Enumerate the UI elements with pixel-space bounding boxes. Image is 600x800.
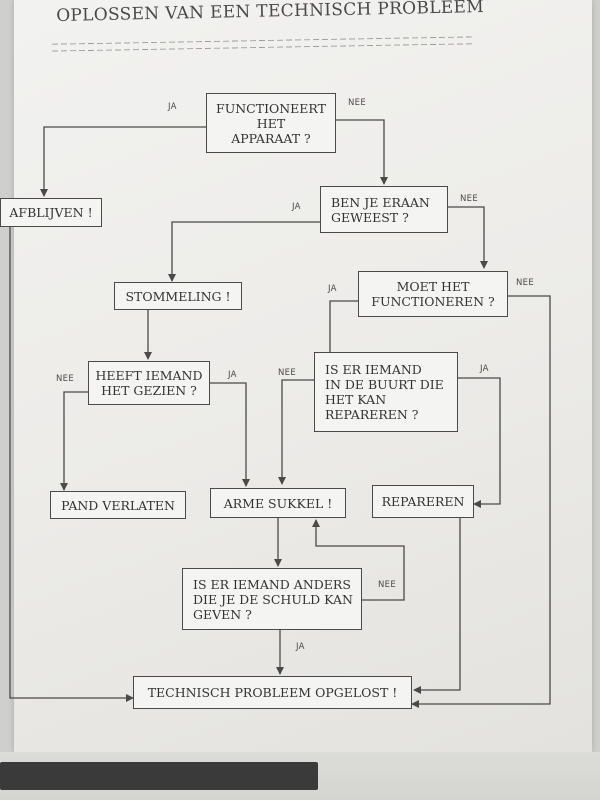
label-nee-functioneert: NEE [348,98,366,108]
edge-moet-het-opgelost [411,295,551,708]
edge-afblijven-opgelost [9,227,134,702]
label-nee-is-er-iemand: NEE [278,368,296,378]
flowchart-connectors [9,119,551,708]
edge-heeft-iemand-arme-sukkel [210,382,250,487]
node-repareren: REPAREREN [372,485,474,518]
dark-strip [0,762,318,790]
node-opgelost: TECHNISCH PROBLEEM OPGELOST ! [133,676,412,709]
label-nee-ben-je-eraan: NEE [460,194,478,204]
label-ja-functioneert: JA [168,102,177,112]
label-ja-ben-je-eraan: JA [292,202,301,212]
node-is-er-iemand-buurt: IS ER IEMAND IN DE BUURT DIE HET KAN REP… [314,352,458,432]
node-stommeling: STOMMELING ! [114,282,242,310]
node-heeft-iemand: HEEFT IEMAND HET GEZIEN ? [88,361,210,405]
node-functioneert: FUNCTIONEERT HET APPARAAT ? [206,93,336,153]
label-ja-moet-het: JA [328,284,337,294]
node-is-er-iemand-anders: IS ER IEMAND ANDERS DIE JE DE SCHULD KAN… [182,568,362,630]
edge-moet-het-is-er-iemand [326,300,358,365]
label-ja-heeft-iemand: JA [228,370,237,380]
node-ben-je-eraan: BEN JE ERAAN GEWEEST ? [320,186,448,233]
edge-heeft-iemand-pand-verlaten [60,391,88,491]
label-nee-moet-het: NEE [516,278,534,288]
edge-is-er-iemand-arme-sukkel [278,379,314,485]
edge-is-er-iemand-anders-arme-sukkel [312,519,405,601]
edge-ben-je-eraan-moet-het [448,206,488,269]
edge-ben-je-eraan-stommeling [168,221,320,282]
label-ja-is-er-iemand-anders: JA [296,642,305,652]
node-afblijven: AFBLIJVEN ! [0,198,102,227]
node-pand-verlaten: PAND VERLATEN [50,491,186,519]
edge-functioneert-afblijven [40,126,206,197]
edge-functioneert-ben-je-eraan [336,119,388,185]
label-nee-is-er-iemand-anders: NEE [378,580,396,590]
label-ja-is-er-iemand: JA [480,364,489,374]
node-moet-het: MOET HET FUNCTIONEREN ? [358,271,508,317]
edge-repareren-opgelost [413,518,461,694]
edge-is-er-iemand-repareren [458,377,501,508]
label-nee-heeft-iemand: NEE [56,374,74,384]
node-arme-sukkel: ARME SUKKEL ! [210,488,346,518]
